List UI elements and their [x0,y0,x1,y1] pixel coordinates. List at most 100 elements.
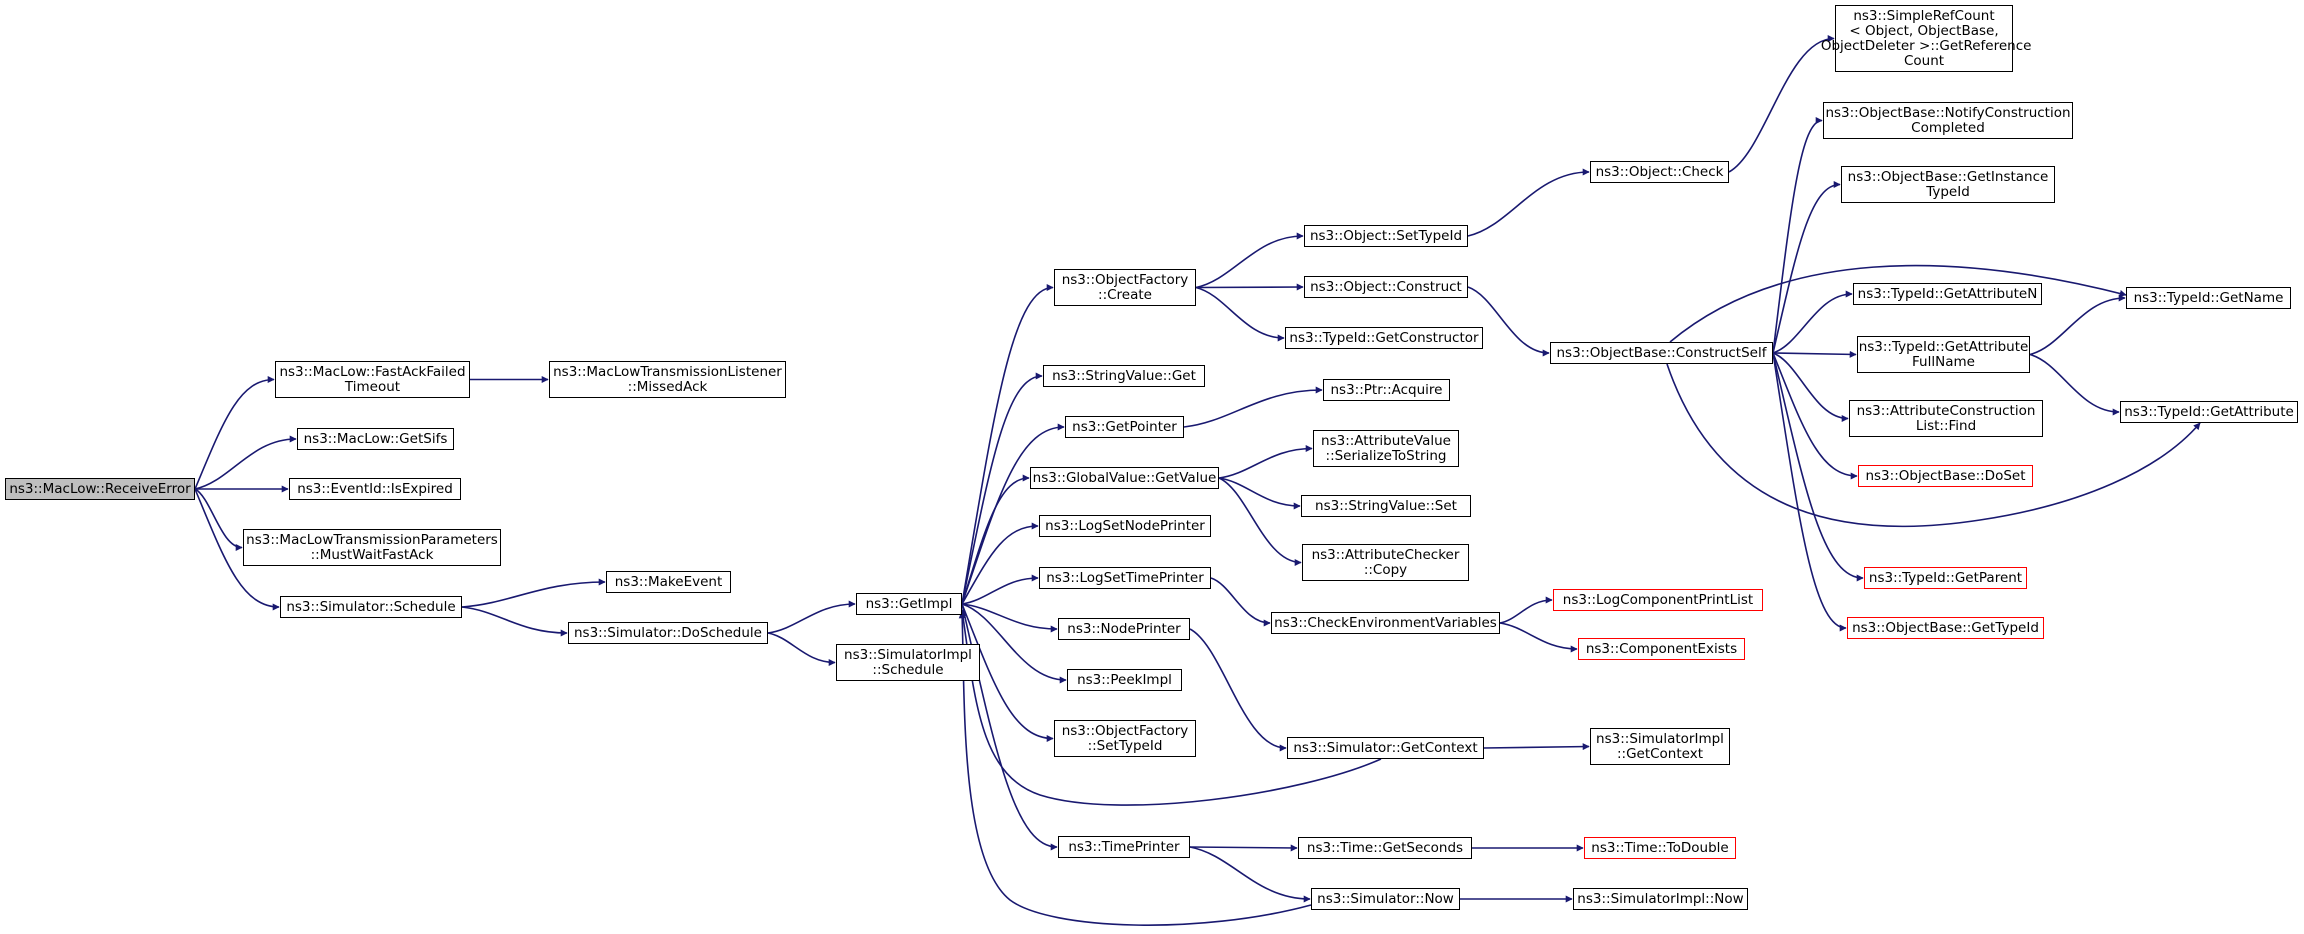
node-simulator-schedule[interactable]: ns3::Simulator::Schedule [280,596,462,618]
edge-get-impl-to-stringvalue-get [961,372,1043,605]
edge-object-construct-to-objectbase-constructself [1467,286,1550,357]
node-receive-error: ns3::MacLow::ReceiveError [5,478,195,500]
edge-simulator-getcontext-to-simulatorimpl-getcontext [1483,743,1590,751]
node-typeid-getattribute[interactable]: ns3::TypeId::GetAttribute [2120,401,2298,423]
edge-simulator-now-to-get-impl [958,611,1312,926]
edge-object-check-to-simplerefcount-getrefcount [1728,35,1835,173]
node-notify-construction-completed[interactable]: ns3::ObjectBase::NotifyConstruction Comp… [1823,102,2073,139]
node-object-check[interactable]: ns3::Object::Check [1590,161,1729,183]
edge-get-impl-to-peek-impl [961,603,1067,684]
edge-object-settypeid-to-object-check [1467,168,1590,237]
edge-get-impl-to-log-set-node-printer [961,522,1039,605]
node-objectfactory-settypeid[interactable]: ns3::ObjectFactory ::SetTypeId [1054,720,1196,757]
edge-receive-error-to-simulator-schedule [194,488,280,611]
edge-log-set-time-printer-to-check-env-vars [1210,577,1271,627]
edge-objectfactory-create-to-object-settypeid [1195,232,1304,289]
node-node-printer[interactable]: ns3::NodePrinter [1058,618,1190,640]
node-make-event[interactable]: ns3::MakeEvent [606,571,731,593]
edge-typeid-getattributefullname-to-typeid-getname [2029,294,2126,356]
node-objectbase-constructself[interactable]: ns3::ObjectBase::ConstructSelf [1550,342,1773,364]
edge-objectbase-constructself-to-typeid-getattributen [1772,290,1853,354]
edge-do-schedule-to-get-impl [767,600,856,634]
edge-simulator-schedule-to-make-event [461,578,606,608]
node-time-printer[interactable]: ns3::TimePrinter [1058,836,1190,858]
edge-objectbase-constructself-to-typeid-getparent [1772,352,1864,582]
node-typeid-getattributen[interactable]: ns3::TypeId::GetAttributeN [1853,283,2042,305]
edge-get-impl-to-log-set-time-printer [961,574,1039,605]
node-typeid-getconstructor[interactable]: ns3::TypeId::GetConstructor [1285,327,1483,349]
node-is-expired[interactable]: ns3::EventId::IsExpired [289,478,461,500]
edge-get-pointer-to-ptr-acquire [1183,386,1323,428]
node-ptr-acquire[interactable]: ns3::Ptr::Acquire [1323,379,1450,401]
edge-time-printer-to-simulator-now [1189,846,1311,903]
node-simulatorimpl-now[interactable]: ns3::SimulatorImpl::Now [1573,888,1748,910]
node-objectbase-gettypeid[interactable]: ns3::ObjectBase::GetTypeId [1847,617,2044,639]
node-simulatorimpl-getcontext[interactable]: ns3::SimulatorImpl ::GetContext [1590,728,1730,765]
node-missed-ack[interactable]: ns3::MacLowTransmissionListener ::Missed… [549,361,786,398]
edge-get-impl-to-objectfactory-settypeid [961,603,1054,742]
node-simplerefcount-getrefcount[interactable]: ns3::SimpleRefCount < Object, ObjectBase… [1821,5,2031,72]
node-must-wait-fast-ack[interactable]: ns3::MacLowTransmissionParameters ::Must… [243,529,501,566]
node-get-impl[interactable]: ns3::GetImpl [856,593,962,615]
node-attribute-construction-list-find[interactable]: ns3::AttributeConstruction List::Find [1849,400,2043,437]
edge-check-env-vars-to-log-component-print-list [1499,596,1553,624]
edge-objectfactory-create-to-typeid-getconstructor [1195,286,1285,342]
edge-time-printer-to-time-getseconds [1189,844,1298,852]
edge-receive-error-to-must-wait-fast-ack [194,488,243,551]
node-time-getseconds[interactable]: ns3::Time::GetSeconds [1298,837,1472,859]
node-peek-impl[interactable]: ns3::PeekImpl [1067,669,1182,691]
node-simulatorimpl-schedule[interactable]: ns3::SimulatorImpl ::Schedule [836,644,980,681]
node-attributechecker-copy[interactable]: ns3::AttributeChecker ::Copy [1302,544,1469,581]
edge-receive-error-to-fast-ack-failed-timeout [194,376,275,490]
edge-simulator-getcontext-to-get-impl [959,609,1382,806]
edge-globalvalue-getvalue-to-attributevalue-serialize [1218,445,1313,479]
node-log-set-node-printer[interactable]: ns3::LogSetNodePrinter [1039,515,1211,537]
edge-objectbase-constructself-to-typeid-getname [1669,264,2127,343]
node-object-construct[interactable]: ns3::Object::Construct [1304,276,1468,298]
edge-globalvalue-getvalue-to-stringvalue-set [1218,477,1301,510]
node-simulator-getcontext[interactable]: ns3::Simulator::GetContext [1287,737,1484,759]
node-objectbase-doset[interactable]: ns3::ObjectBase::DoSet [1858,465,2033,487]
node-simulator-now[interactable]: ns3::Simulator::Now [1311,888,1460,910]
node-log-set-time-printer[interactable]: ns3::LogSetTimePrinter [1039,567,1211,589]
edge-objectbase-constructself-to-objectbase-doset [1772,352,1858,480]
node-typeid-getparent[interactable]: ns3::TypeId::GetParent [1864,567,2027,589]
node-do-schedule[interactable]: ns3::Simulator::DoSchedule [568,622,768,644]
edge-simulator-schedule-to-do-schedule [461,606,568,637]
edge-do-schedule-to-simulatorimpl-schedule [767,632,836,666]
edge-node-printer-to-simulator-getcontext [1189,628,1287,752]
edge-receive-error-to-get-sifs [194,435,297,490]
node-time-todouble[interactable]: ns3::Time::ToDouble [1584,837,1736,859]
edge-check-env-vars-to-component-exists [1499,622,1578,653]
node-get-sifs[interactable]: ns3::MacLow::GetSifs [297,428,454,450]
node-typeid-getattributefullname[interactable]: ns3::TypeId::GetAttribute FullName [1857,336,2030,373]
call-edges [194,35,2201,926]
node-attributevalue-serialize[interactable]: ns3::AttributeValue ::SerializeToString [1313,430,1459,467]
edge-objectbase-constructself-to-typeid-getattributefullname [1772,350,1857,358]
edge-objectbase-constructself-to-typeid-getattribute [1666,363,2201,528]
edge-objectbase-constructself-to-get-instance-typeid [1772,181,1841,354]
edge-objectfactory-create-to-object-construct [1195,283,1304,291]
node-get-instance-typeid[interactable]: ns3::ObjectBase::GetInstance TypeId [1841,166,2055,203]
node-get-pointer[interactable]: ns3::GetPointer [1065,416,1184,438]
edge-objectbase-constructself-to-attribute-construction-list-find [1772,352,1849,422]
edge-get-impl-to-globalvalue-getvalue [961,474,1030,605]
edge-typeid-getattributefullname-to-typeid-getattribute [2029,353,2120,416]
node-stringvalue-set[interactable]: ns3::StringValue::Set [1301,495,1471,517]
node-stringvalue-get[interactable]: ns3::StringValue::Get [1043,365,1205,387]
node-log-component-print-list[interactable]: ns3::LogComponentPrintList [1553,589,1763,611]
edge-get-impl-to-get-pointer [961,423,1065,605]
edge-objectbase-constructself-to-objectbase-gettypeid [1772,352,1847,632]
node-object-settypeid[interactable]: ns3::Object::SetTypeId [1304,225,1468,247]
node-globalvalue-getvalue[interactable]: ns3::GlobalValue::GetValue [1030,467,1219,489]
node-component-exists[interactable]: ns3::ComponentExists [1578,638,1745,660]
edge-globalvalue-getvalue-to-attributechecker-copy [1218,477,1302,566]
node-objectfactory-create[interactable]: ns3::ObjectFactory ::Create [1054,269,1196,306]
node-fast-ack-failed-timeout[interactable]: ns3::MacLow::FastAckFailed Timeout [275,361,470,398]
node-typeid-getname[interactable]: ns3::TypeId::GetName [2126,287,2291,309]
edge-get-impl-to-objectfactory-create [961,284,1054,605]
edge-get-impl-to-node-printer [961,603,1058,633]
node-check-env-vars[interactable]: ns3::CheckEnvironmentVariables [1271,612,1500,634]
edge-objectbase-constructself-to-notify-construction-completed [1772,117,1823,354]
